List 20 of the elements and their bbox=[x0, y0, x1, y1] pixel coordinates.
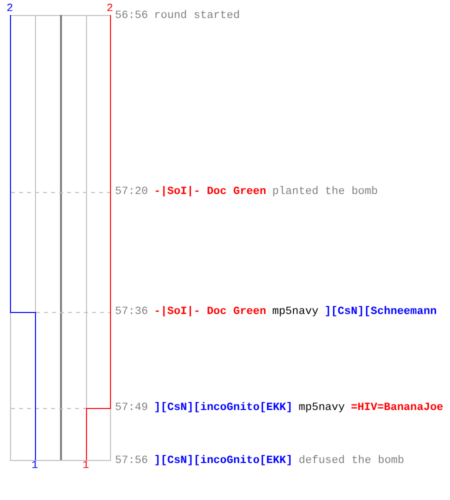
count-number: 2 bbox=[106, 3, 114, 15]
count-number: 2 bbox=[6, 3, 14, 15]
player-name: -|SoI|- Doc Green bbox=[154, 186, 266, 198]
event-text: defused the bomb bbox=[298, 455, 404, 467]
count-number: 1 bbox=[82, 460, 90, 472]
timestamp: 57:36 bbox=[115, 306, 148, 318]
timestamp: 56:56 bbox=[115, 10, 148, 22]
player-name: -|SoI|- Doc Green bbox=[154, 306, 266, 318]
weapon-name: mp5navy bbox=[272, 306, 318, 318]
player-name: =HIV=BananaJoe bbox=[350, 402, 444, 414]
count-number: 1 bbox=[32, 460, 38, 472]
event-text: planted the bomb bbox=[272, 186, 378, 198]
timestamp: 57:49 bbox=[115, 402, 148, 414]
timestamp: 57:56 bbox=[115, 455, 148, 467]
event-text: round started bbox=[154, 10, 240, 22]
player-name: ][CsN][incoGnito[EKK] bbox=[154, 402, 293, 414]
weapon-name: mp5navy bbox=[298, 402, 345, 414]
timestamp: 57:20 bbox=[115, 186, 148, 198]
player-name: ][CsN][Schneemann bbox=[324, 306, 437, 318]
player-name: ][CsN][incoGnito[EKK] bbox=[154, 455, 293, 467]
